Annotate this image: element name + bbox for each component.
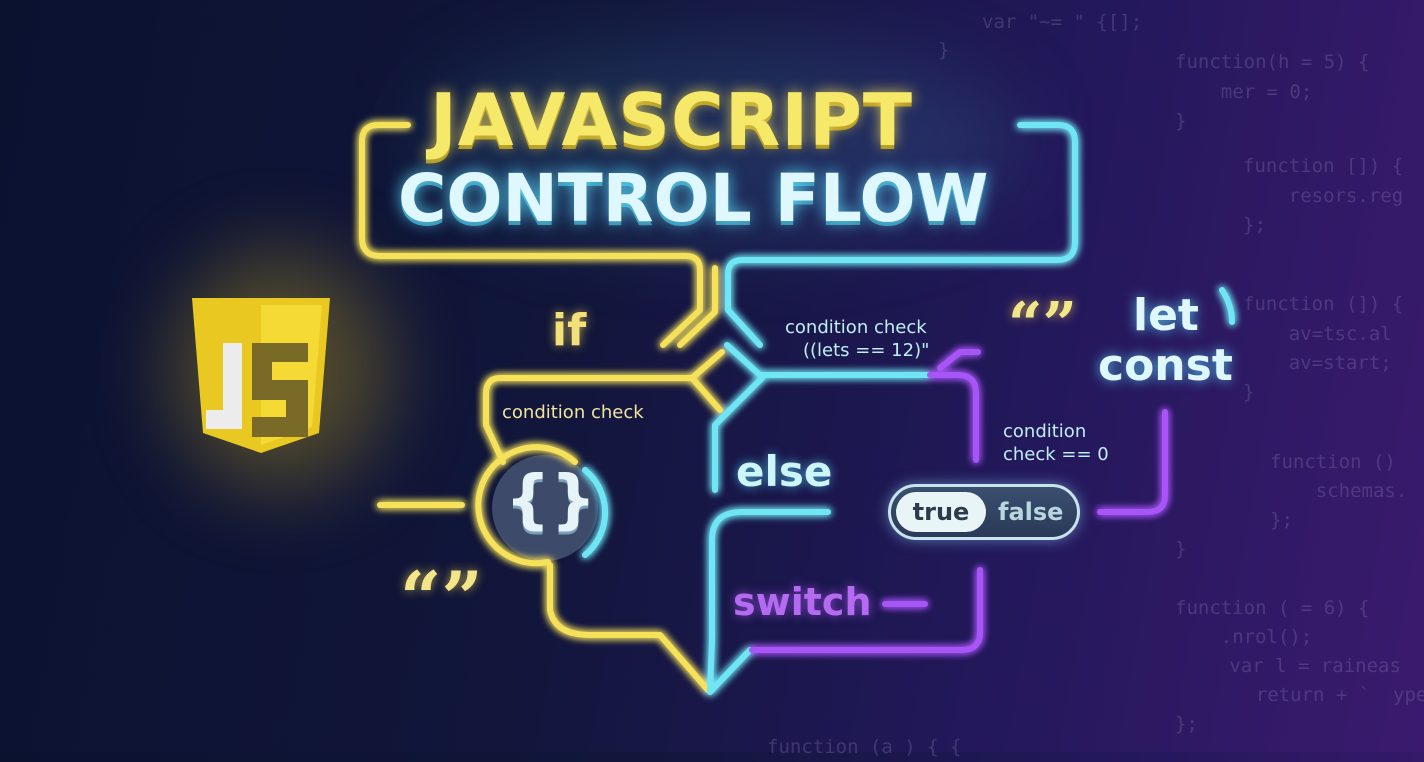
keyword-else: else — [736, 447, 833, 496]
title-line-1: JAVASCRIPT — [430, 78, 913, 162]
keyword-if: if — [552, 305, 587, 356]
title-line-2: CONTROL FLOW — [398, 160, 989, 237]
cyan-let-arc — [1219, 287, 1235, 325]
branch-condition-label-1: condition check — [785, 317, 927, 338]
code-line: resors.reg — [1243, 185, 1404, 207]
zero-condition-label-2: check == 0 — [1003, 444, 1109, 465]
code-line: av=start; — [1243, 352, 1392, 374]
yellow-branch — [677, 265, 718, 348]
braces-icon: {} — [505, 463, 597, 537]
purple-switch — [749, 567, 983, 653]
if-condition-label: condition check — [502, 402, 644, 423]
code-line: function ( = 6) { — [1175, 597, 1370, 619]
yellow-title-frame — [359, 122, 703, 348]
quote-marks-icon: “” — [1008, 290, 1078, 360]
cyan-else — [712, 375, 765, 493]
code-line: var l = raineas — [1195, 655, 1401, 677]
quote-icon: “” — [400, 555, 483, 640]
toggle-false[interactable]: false — [998, 498, 1064, 526]
branch-condition-label-2: ((lets == 12)" — [803, 340, 930, 361]
code-line: }; — [1175, 713, 1198, 735]
code-line: var "~= " {[]; — [982, 11, 1143, 33]
code-line: } — [1175, 110, 1187, 132]
code-line: schemas. — [1270, 480, 1408, 502]
code-line: av=tsc.al — [1243, 323, 1392, 345]
keyword-const: const — [1098, 340, 1233, 391]
toggle-true[interactable]: true — [896, 492, 986, 532]
code-line: mer = 0; — [1175, 81, 1313, 103]
keyword-let: let — [1133, 290, 1199, 341]
cyan-bubble — [707, 509, 831, 695]
code-line: .nrol(); — [1175, 626, 1313, 648]
code-line: } — [1175, 538, 1187, 560]
purple-branch — [927, 349, 981, 463]
code-line: return + ` ype — [1210, 684, 1424, 706]
code-line: }; — [1243, 214, 1266, 236]
cyan-arc — [582, 467, 609, 558]
true-false-toggle[interactable]: true false — [888, 484, 1080, 540]
code-line: function (]) { — [1243, 293, 1404, 315]
cyan-title-frame — [725, 122, 1078, 348]
code-line: } — [1243, 381, 1255, 403]
purple-right — [1097, 409, 1168, 515]
yellow-bottom — [547, 562, 711, 693]
code-line: function () — [1270, 451, 1396, 473]
yellow-if-frame — [483, 375, 695, 465]
code-line: }; — [1270, 509, 1293, 531]
zero-condition-label-1: condition — [1003, 421, 1087, 442]
code-line: function []) { — [1243, 155, 1404, 177]
keyword-switch: switch — [733, 580, 872, 624]
yellow-circle — [475, 444, 578, 567]
code-line: } — [938, 39, 950, 61]
js-logo-icon — [192, 298, 330, 453]
yellow-diag — [689, 349, 725, 413]
code-line: function(h = 5) { — [1175, 51, 1370, 73]
braces-badge — [492, 455, 598, 561]
cyan-branch — [724, 342, 933, 378]
